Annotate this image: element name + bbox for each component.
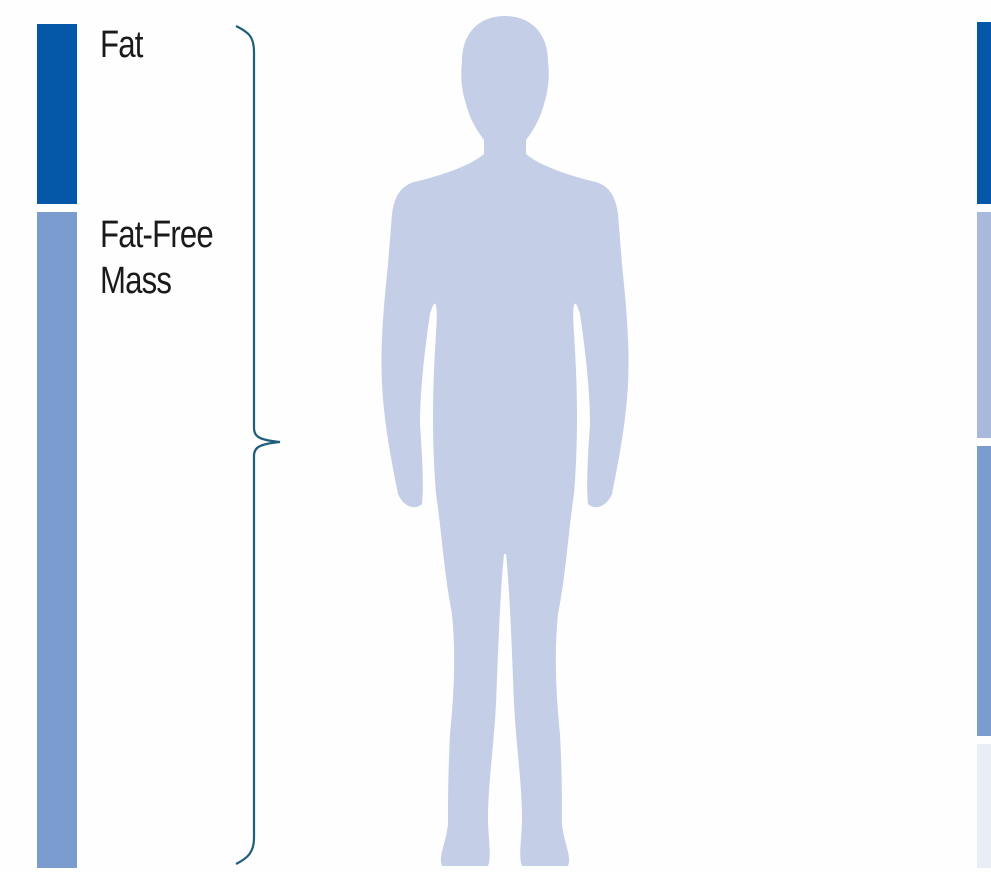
right-bar-segment-2 bbox=[977, 212, 991, 438]
human-silhouette-icon bbox=[370, 14, 640, 872]
fat-label-text: Fat bbox=[100, 22, 143, 68]
right-bar-segment-1 bbox=[977, 22, 991, 204]
fat-free-mass-label: Fat-Free Mass bbox=[100, 212, 213, 304]
right-bar-segment-3 bbox=[977, 446, 991, 736]
right-bar-segment-4 bbox=[977, 744, 991, 868]
fat-segment bbox=[37, 24, 77, 204]
fat-label: Fat bbox=[100, 22, 143, 68]
fat-free-mass-segment bbox=[37, 212, 77, 868]
fat-free-label-line1: Fat-Free bbox=[100, 212, 213, 258]
fat-free-label-line2: Mass bbox=[100, 258, 213, 304]
curly-bracket-icon bbox=[228, 22, 288, 868]
